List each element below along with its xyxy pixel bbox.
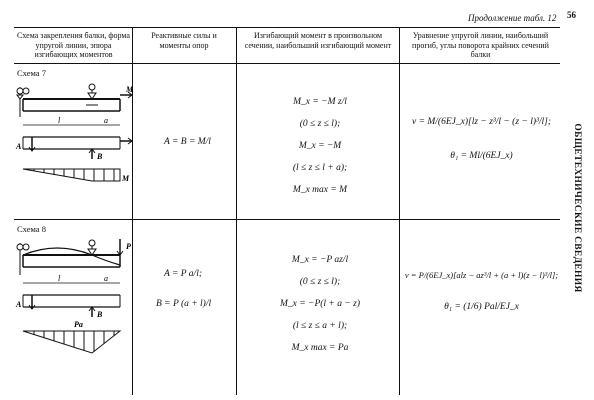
scheme-8-span-label: l (58, 274, 61, 283)
scheme-8-moment-2: M_x = −P(l + a − z) (280, 299, 360, 309)
column-divider (399, 27, 400, 395)
scheme-8-reaction-a: A (15, 300, 22, 309)
formula-table: Схема закрепления балки, форма упругой л… (14, 27, 560, 395)
scheme-7-diagram: M l a A B M (15, 83, 132, 183)
scheme-7-reaction-b: B (96, 152, 103, 161)
scheme-8-moment-max: M_x max = Pa (291, 343, 349, 353)
scheme-8-rotation: θ₁ = (1/6) Pal/EJ_x (444, 302, 519, 312)
header-reactions: Реактивные силы и моменты опор (151, 31, 217, 50)
scheme-7-reactions: A = B = M/l (164, 137, 211, 147)
side-section-title: ОБЩЕТЕХНИЧЕСКИЕ СВЕДЕНИЯ (572, 123, 582, 293)
scheme-7-rotation: θ₁ = Ml/(6EJ_x) (450, 151, 513, 161)
scheme-7-span-label: l (58, 116, 61, 125)
scheme-7-load-label: M (125, 85, 132, 94)
continuation-label: Продолжение табл. 12 (468, 13, 557, 23)
scheme-7-moment-2: M_x = −M (298, 141, 342, 151)
column-divider (132, 27, 133, 395)
column-divider (236, 27, 237, 395)
scheme-7-moment-max: M_x max = M (292, 185, 348, 195)
header-moment: Изгибающий момент в произвольном сечении… (244, 31, 392, 50)
scheme-8-moment-label: Pa (74, 320, 83, 329)
scheme-8-reaction-b: B (96, 310, 103, 319)
scheme-8-diagram: P l a A B Pa (15, 239, 131, 354)
header-deflection: Уравнение упругой линии, наибольший прог… (412, 31, 549, 59)
header-divider (14, 63, 560, 64)
scheme-8-moment-2-range: (l ≤ z ≤ a + l); (292, 321, 348, 331)
scheme-8-deflection: v = P/(6EJ_x)[alz − az³/l + (a + l)(z − … (404, 270, 559, 280)
scheme-8-overhang-label: a (104, 274, 108, 283)
scheme-7-label: Схема 7 (17, 68, 46, 78)
scheme-7-moment-1: M_x = −M z/l (293, 97, 347, 107)
scheme-8-load-label: P (126, 242, 131, 251)
page-number: 56 (567, 10, 576, 20)
header-scheme: Схема закрепления балки, форма упругой л… (17, 31, 130, 59)
row-divider (14, 219, 560, 220)
scheme-7-moment-label: M (121, 174, 130, 183)
scheme-8-moment-1: M_x = −P az/l (291, 255, 349, 265)
scheme-7-overhang-label: a (104, 116, 108, 125)
scheme-8-reaction-a-formula: A = P a/l; (164, 269, 202, 279)
scheme-7-reaction-a: A (15, 142, 22, 151)
table-top-border (14, 27, 560, 28)
scheme-7-deflection: v = M/(6EJ_x)[lz − z³/l − (z − l)³/l]; (412, 117, 551, 127)
scheme-7-moment-1-range: (0 ≤ z ≤ l); (299, 119, 341, 129)
scheme-8-label: Схема 8 (17, 224, 46, 234)
scheme-8-moment-1-range: (0 ≤ z ≤ l); (299, 277, 341, 287)
scheme-8-reaction-b-formula: B = P (a + l)/l (156, 299, 212, 309)
scheme-7-moment-2-range: (l ≤ z ≤ l + a); (292, 163, 348, 173)
